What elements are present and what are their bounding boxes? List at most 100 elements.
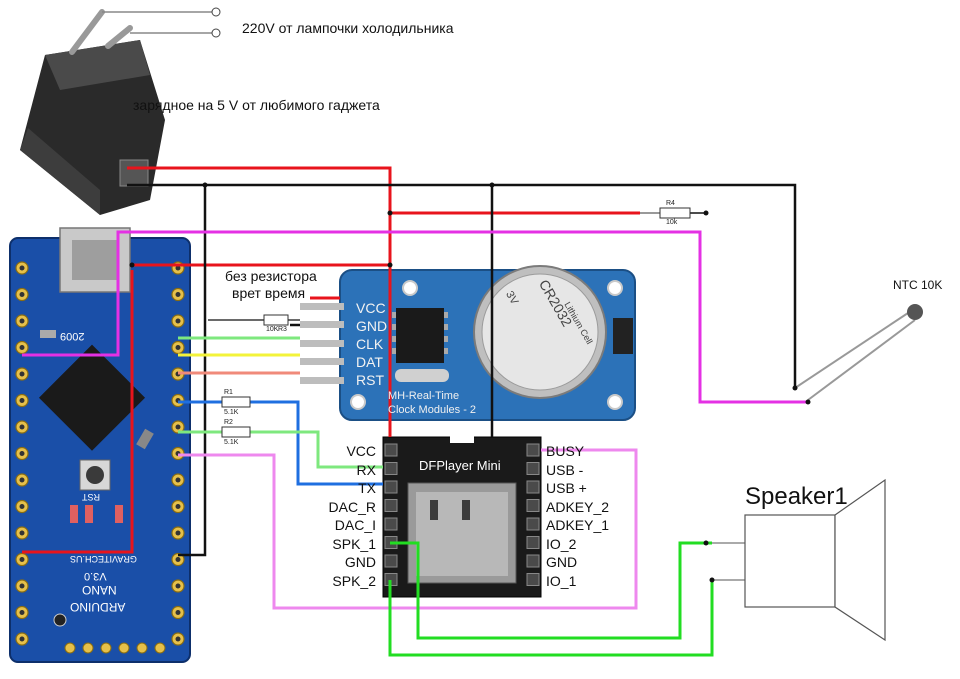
dfplayer-right-pin-3: ADKEY_2 (546, 498, 610, 515)
dfplayer-left-pin-6: GND (344, 554, 376, 570)
rtc-pin-rst: RST (356, 372, 384, 388)
wire-pink-busy (178, 448, 638, 610)
dfplayer-right-pin-7: IO_1 (546, 572, 577, 589)
mains-terminal-2 (211, 28, 221, 38)
dfplayer-left-pad-6 (384, 554, 398, 568)
nano-icsp-pin-4 (136, 642, 148, 654)
nano-pin-hole (175, 636, 181, 642)
r4-value: 10k (666, 219, 678, 226)
dfplayer-right-pad-7 (526, 573, 540, 586)
nano-pin-hole (175, 292, 181, 297)
arduino-brand: ARDUINO (70, 600, 126, 614)
wire-black-gnd (127, 183, 797, 557)
nano-pin-hole (175, 318, 181, 324)
rtc-module-board (300, 265, 636, 421)
dfplayer-right-pad-6 (526, 554, 540, 568)
nano-pin-hole (19, 292, 25, 297)
no-resistor-label-1: без резистора (225, 268, 317, 284)
r1-name: R1 (224, 389, 233, 396)
dfplayer-right-pad-2 (526, 480, 540, 494)
nano-icsp-pin-3 (118, 642, 130, 654)
nano-pin-hole (175, 557, 181, 562)
nano-pin-hole (19, 504, 25, 509)
wire-blue-tx (178, 400, 383, 486)
dfplayer-right-pad-3 (526, 499, 540, 512)
no-resistor-label-2: врет время (232, 285, 306, 301)
nano-pin-hole (19, 451, 25, 456)
dfplayer-right-pin-5: IO_2 (546, 535, 577, 552)
rtc-pin-dat: DAT (356, 354, 383, 370)
wire-green-spk2 (388, 580, 714, 657)
nano-icsp-pin-5 (154, 642, 166, 654)
dfplayer-right-pad-0 (526, 443, 540, 457)
r3-name: R3 (278, 326, 287, 333)
rtc-pin-clk: CLK (356, 336, 384, 352)
nano-pin-hole (19, 371, 25, 377)
nano-icsp-pin-2 (100, 642, 112, 654)
dfplayer-left-pin-0: VCC (346, 443, 376, 459)
resistor-r2 (221, 426, 251, 438)
nano-pin-hole (175, 477, 181, 483)
dfplayer-board (382, 435, 542, 598)
dfplayer-right-pin-2: USB + (546, 480, 587, 496)
arduino-version: V3.0 (84, 570, 107, 582)
mains-terminal-1 (211, 7, 221, 17)
ntc-label: NTC 10K (893, 278, 943, 292)
dfplayer-left-pad-1 (384, 462, 398, 475)
nano-pin-hole (19, 610, 25, 615)
nano-icsp-pin-0 (64, 642, 76, 654)
dfplayer-left-pin-4: DAC_I (334, 517, 376, 533)
ntc-thermistor (794, 304, 923, 401)
rtc-caption-1: MH-Real-Time (388, 390, 460, 402)
dfplayer-pads (384, 443, 540, 586)
dfplayer-right-pin-0: BUSY (546, 443, 585, 459)
nano-pin-hole (19, 477, 25, 483)
arduino-reset-label: RST (82, 492, 100, 502)
dfplayer-right-pin-4: ADKEY_1 (546, 517, 610, 533)
nano-pin-hole (19, 583, 25, 589)
dfplayer-right-pad-1 (526, 462, 540, 475)
nano-pin-hole (19, 345, 25, 350)
nano-pin-hole (19, 636, 25, 642)
dfplayer-title: DFPlayer Mini (419, 458, 501, 473)
dfplayer-left-pin-1: RX (356, 461, 376, 478)
nano-pin-hole (19, 530, 25, 536)
charger-label: зарядное на 5 V от любимого гаджета (133, 97, 380, 113)
arduino-maker: GRAVITECH.US (70, 554, 137, 564)
nano-pin-hole (175, 530, 181, 536)
wire-magenta-ntc (22, 230, 808, 404)
nano-pin-hole (19, 557, 25, 562)
resistor-r4 (640, 207, 691, 219)
arduino-year: 2009 (60, 330, 85, 342)
wire-green-spk1 (390, 541, 712, 640)
dfplayer-right-pin-1: USB - (546, 461, 584, 478)
nano-pin-hole (19, 265, 25, 271)
dfplayer-left-pad-0 (384, 443, 398, 457)
resistor-r3 (263, 314, 289, 326)
dfplayer-left-pad-2 (384, 480, 398, 494)
arduino-model: NANO (82, 583, 117, 597)
dfplayer-left-pad-3 (384, 499, 398, 512)
rtc-pin-gnd: GND (356, 318, 388, 334)
nano-pin-hole (175, 265, 181, 271)
dfplayer-left-pad-4 (384, 517, 398, 531)
nano-pin-hole (175, 504, 181, 509)
speaker-label: Speaker1 (745, 483, 848, 510)
nano-pin-hole (175, 424, 181, 430)
charger-adapter (20, 9, 165, 215)
dfplayer-right-pad-4 (526, 517, 540, 531)
dfplayer-right-pad-5 (526, 536, 540, 549)
nano-pin-hole (175, 345, 181, 350)
r3-value: 10K (266, 326, 279, 333)
r2-value: 5.1K (224, 439, 239, 446)
nano-pin-hole (175, 583, 181, 589)
r4-name: R4 (666, 200, 675, 207)
arduino-header-pins (15, 261, 185, 654)
dfplayer-left-pin-5: SPK_1 (332, 535, 376, 552)
nano-pin-hole (19, 424, 25, 430)
nano-pin-hole (19, 398, 25, 403)
r1-value: 5.1K (224, 409, 239, 416)
speaker-symbol (712, 478, 886, 642)
